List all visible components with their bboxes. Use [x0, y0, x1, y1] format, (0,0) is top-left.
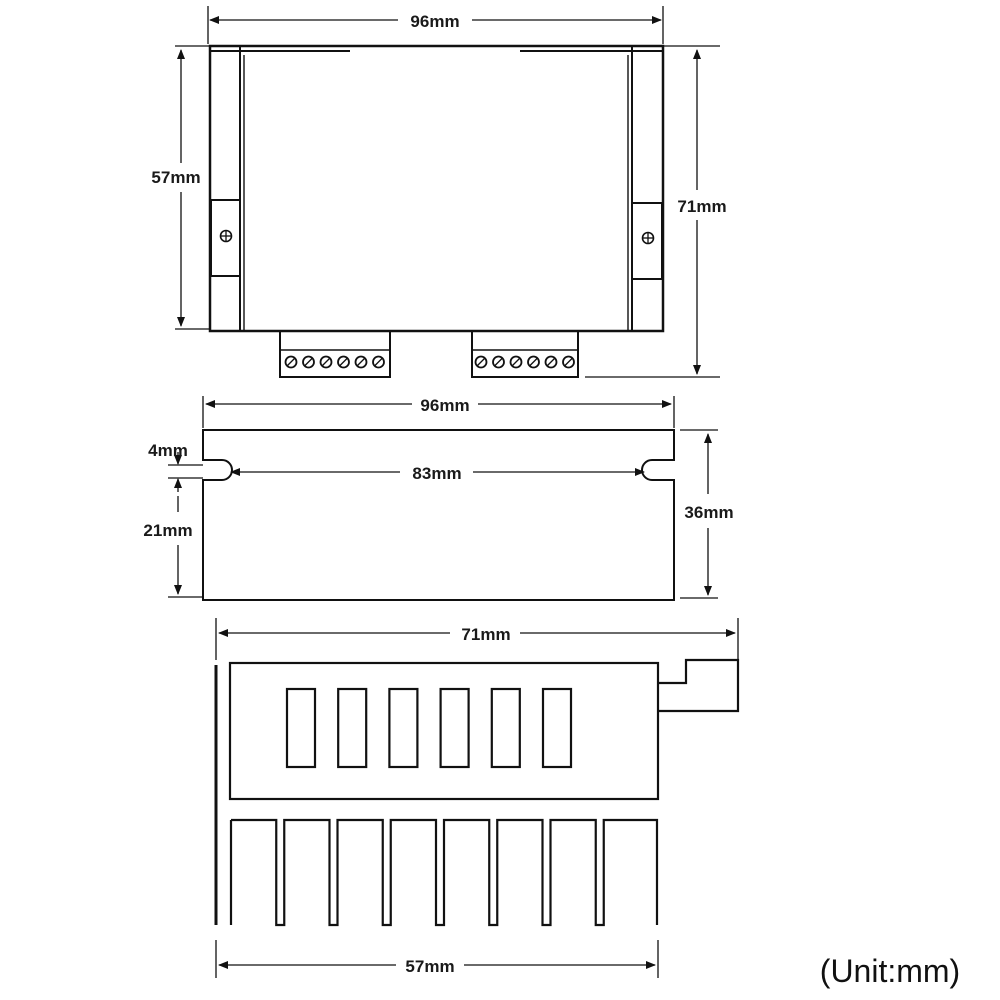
top-view: 96mm — [151, 6, 727, 378]
end-connector — [658, 658, 740, 713]
side-body-outline — [202, 429, 675, 601]
heatsink-fins — [231, 818, 659, 927]
left-rail — [209, 45, 241, 332]
end-body-outline — [228, 661, 660, 801]
top-body-outline — [208, 44, 665, 333]
left-screw-icon — [219, 229, 233, 243]
left-mount-tab — [210, 199, 241, 277]
terminal-screw-icon — [319, 355, 333, 369]
terminal-screw-icon — [544, 355, 558, 369]
end-width-label: 71mm — [461, 625, 510, 644]
slot-height-label: 21mm — [143, 521, 192, 540]
right-screw-icon — [641, 231, 655, 245]
vent-window — [337, 687, 368, 769]
slot-offset-label: 4mm — [148, 441, 188, 460]
top-width-label: 96mm — [410, 12, 459, 31]
terminal-screw-icon — [354, 355, 368, 369]
right-terminal-block — [471, 330, 579, 378]
terminal-screw-icon — [337, 355, 350, 369]
right-rail — [631, 45, 664, 332]
vent-window — [439, 687, 470, 769]
side-height-label: 36mm — [684, 503, 733, 522]
unit-note: (Unit:mm) — [820, 953, 960, 989]
side-view: 96mm 83mm 4mm 21mm 36mm — [143, 396, 734, 601]
vent-window — [490, 687, 521, 769]
vent-window — [541, 687, 573, 769]
terminal-screw-icon — [372, 355, 385, 369]
inner-height-label: 57mm — [151, 168, 200, 187]
terminal-screw-icon — [284, 355, 298, 369]
terminal-screw-icon — [509, 355, 523, 369]
right-mount-tab — [631, 202, 663, 280]
terminal-screw-icon — [527, 355, 540, 369]
terminal-screw-icon — [562, 355, 575, 369]
total-height-label: 71mm — [677, 197, 726, 216]
left-terminal-block — [279, 330, 391, 378]
side-width-label: 96mm — [420, 396, 469, 415]
vent-window — [285, 687, 317, 769]
slot-spacing-label: 83mm — [412, 464, 461, 483]
base-width-label: 57mm — [405, 957, 454, 976]
terminal-screw-icon — [474, 355, 488, 369]
vent-window — [388, 687, 419, 769]
terminal-screw-icon — [492, 355, 505, 369]
terminal-screw-icon — [302, 355, 315, 369]
end-view: 71mm 57mm — [214, 618, 740, 978]
